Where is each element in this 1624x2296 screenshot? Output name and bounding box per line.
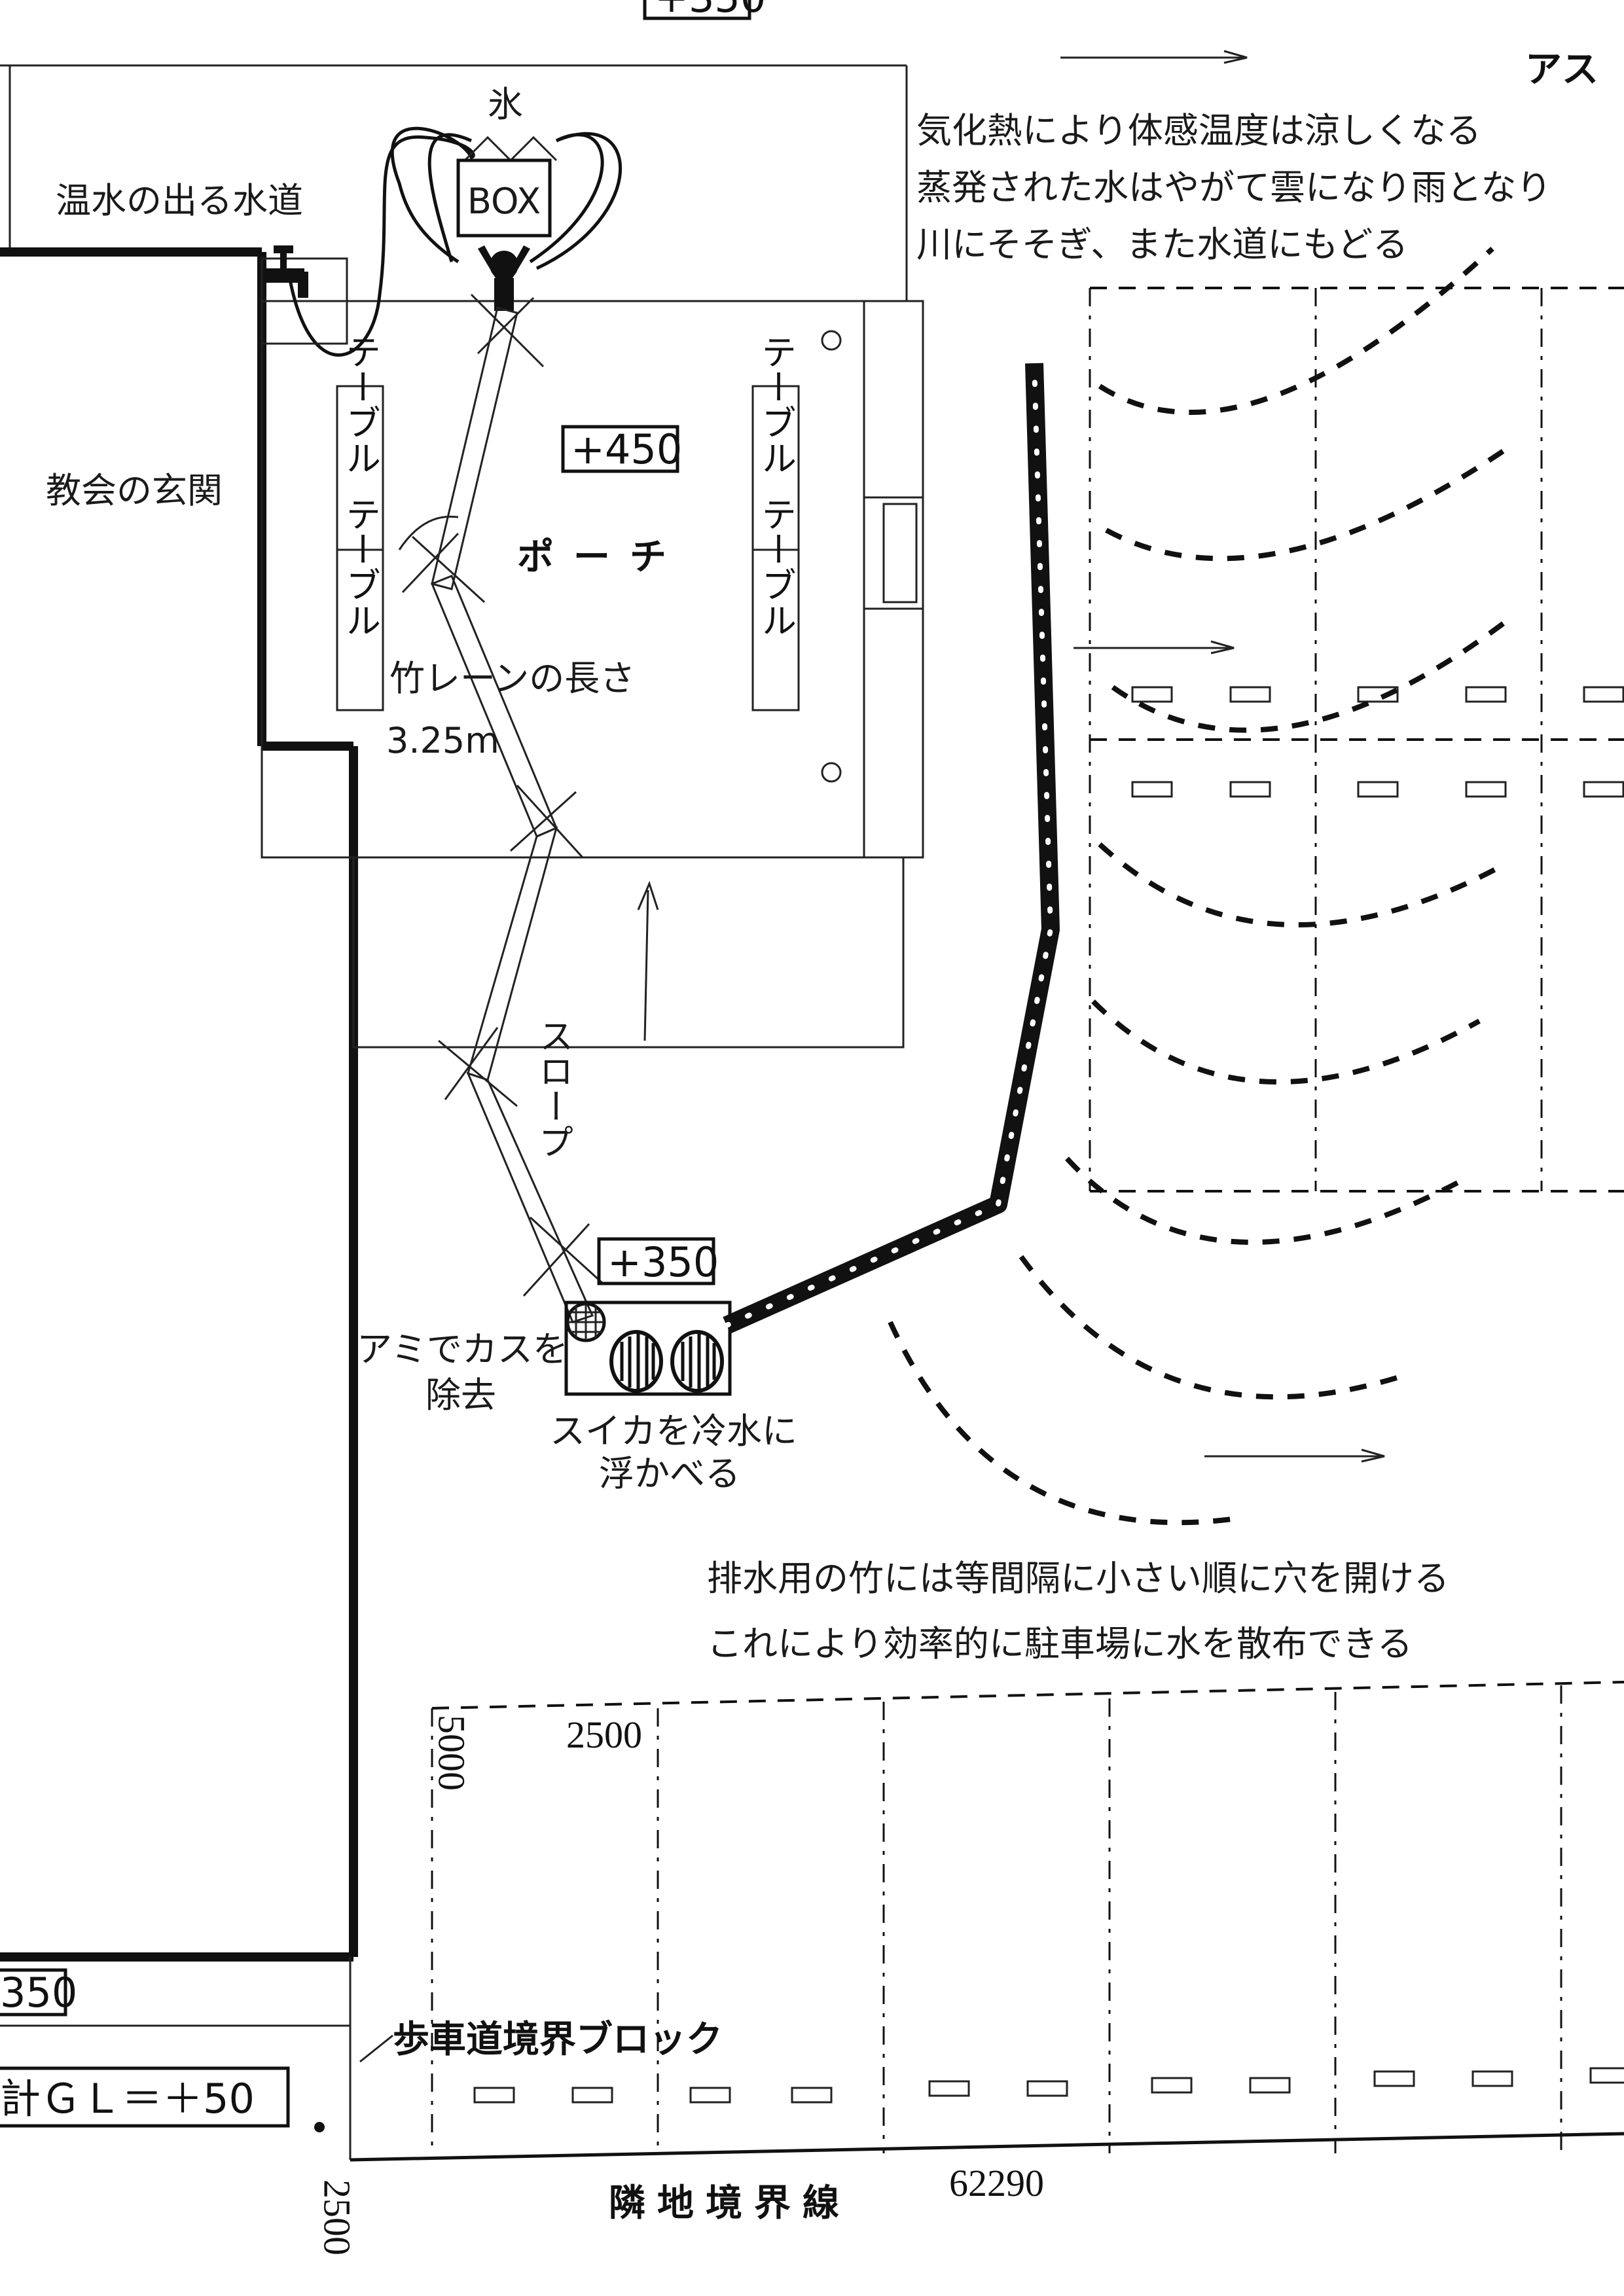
- net-label-line1: アミでカスを: [357, 1329, 568, 1370]
- drainage-text-1: 排水用の竹には等間隔に小さい順に穴を開ける: [707, 1558, 1449, 1599]
- church-entrance-label: 教会の玄関: [46, 470, 223, 511]
- net-icon: [566, 1302, 606, 1342]
- ice-label: 氷: [488, 84, 523, 125]
- boundary-line-label: 隣地境界線: [609, 2182, 851, 2225]
- table-label-2: テーブル: [340, 496, 381, 637]
- design-gl-marker: 計ＧＬ＝＋50: [0, 2066, 290, 2128]
- svg-text:+450: +450: [571, 425, 682, 473]
- table-label-1: テーブル: [340, 334, 381, 475]
- watermelon-label-line1: スイカを冷水に: [550, 1410, 797, 1452]
- svg-text:計ＧＬ＝＋50: 計ＧＬ＝＋50: [0, 2075, 255, 2123]
- hot-water-tap-label: 温水の出る水道: [56, 180, 303, 221]
- watermelon-tub: [564, 1300, 732, 1396]
- watermelon-label-line2: 浮かべる: [599, 1453, 740, 1494]
- slope-label: スロープ: [533, 1018, 574, 1159]
- svg-text:350: 350: [0, 1969, 77, 2017]
- top-right-label: アス: [1525, 48, 1598, 91]
- drainage-text-2: これにより効率的に駐車場に水を散布できる: [707, 1623, 1413, 1664]
- svg-text:+350: +350: [607, 1238, 719, 1286]
- bamboo-lane: [398, 293, 604, 1323]
- drainage-pipe: [723, 361, 1060, 1334]
- point-marker: [314, 2122, 325, 2132]
- evaporation-text-1: 気化熱により体感温度は涼しくなる: [916, 110, 1481, 151]
- parking-lower: [431, 1681, 1624, 2153]
- parking-upper: [1074, 287, 1624, 1193]
- curb-block-label: 歩車道境界ブロック: [393, 2018, 723, 2061]
- parking-dim-width: 2500: [566, 1713, 642, 1756]
- net-label-line2: 除去: [425, 1374, 496, 1416]
- svg-text:BOX: BOX: [467, 181, 541, 222]
- evaporation-arcs: [888, 247, 1514, 1526]
- top-level-marker: +350: [643, 0, 766, 22]
- table-label-3: テーブル: [755, 334, 797, 475]
- parking-dim-depth: 5000: [431, 1715, 473, 1791]
- table-label-4: テーブル: [755, 496, 797, 637]
- porch-level: +450: [561, 425, 682, 473]
- ice-box: BOX: [286, 126, 623, 357]
- bamboo-length-value: 3.25m: [386, 720, 499, 761]
- bamboo-length-label: 竹レーンの長さ: [389, 658, 635, 699]
- porch-label: ポーチ: [517, 536, 686, 579]
- left-level-marker: 350: [0, 1968, 77, 2017]
- bottom-dim: 2500: [316, 2179, 359, 2255]
- evaporation-text-2: 蒸発された水はやがて雲になり雨となり: [916, 167, 1551, 208]
- slope: [352, 856, 905, 1049]
- tub-level: +350: [597, 1237, 719, 1286]
- svg-text:+350: +350: [655, 0, 766, 22]
- boundary-length: 62290: [949, 2162, 1044, 2204]
- tap-icon: [261, 245, 348, 345]
- tables: [336, 385, 800, 711]
- evaporation-text-3: 川にそそぎ、また水道にもどる: [916, 224, 1408, 265]
